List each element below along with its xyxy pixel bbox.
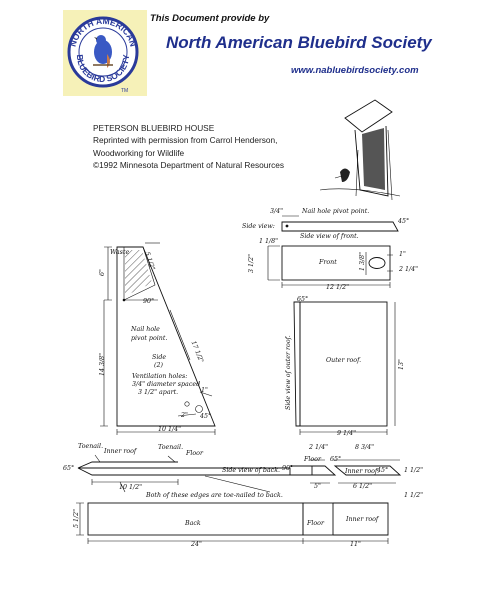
side-view-front-label: Side view of front. [300, 233, 359, 240]
hole-dim: 1" [399, 251, 406, 258]
logo-seal-icon: NORTH AMERICAN BLUEBIRD SOCIETY TM [67, 16, 139, 94]
corner-dim-1: 1" [201, 387, 208, 394]
vent-note-3: 3 1/2" apart. [138, 389, 179, 396]
nail-pivot-note: Nail hole pivot point. [302, 208, 370, 215]
edges-note: Both of these edges are toe-nailed to ba… [146, 492, 283, 499]
inner-roof-lower-label: Inner roof [346, 516, 379, 523]
dim-8-3-4: 8 3/4" [355, 444, 375, 451]
plan-title: PETERSON BLUEBIRD HOUSE [93, 123, 215, 133]
board-angle-left: 65° [63, 465, 75, 472]
floor-label: Floor [304, 456, 321, 463]
inner-roof-small: Inner roof [104, 448, 137, 455]
dim-1-1-2-b: 1 1/2" [404, 492, 424, 499]
right-total-dim: 11" [350, 541, 361, 548]
floor-small: Floor [186, 450, 203, 457]
side-count-label: (2) [154, 362, 163, 369]
pivot-point-note: pivot point. [131, 335, 168, 342]
nail-hole-note: Nail hole [131, 326, 160, 333]
provide-text: This Document provide by [150, 13, 270, 24]
board-angle-90: 90° [282, 465, 294, 472]
dim-1-1-2-a: 1 1/2" [404, 467, 424, 474]
credit-line: Reprinted with permission from Carrol He… [93, 135, 278, 146]
outer-roof-drawing [293, 301, 396, 435]
side-view-back-label: Side view of back. [222, 467, 281, 474]
inner-roof-label: Inner roof. [345, 468, 380, 475]
dim-6-1-2: 6 1/2" [353, 483, 373, 490]
board-height-dim: 5 1/2" [73, 508, 80, 528]
copyright-line: ©1992 Minnesota Department of Natural Re… [93, 159, 285, 170]
front-angle-label: 45° [398, 218, 410, 225]
hole-height-dim: 1 3/8" [359, 251, 366, 271]
side-width-dim: 10 1/4" [158, 426, 182, 433]
corner-dim-2: 2" [181, 412, 188, 419]
floor-lower-label: Floor [307, 520, 324, 527]
vent-note-2: 3/4" diameter spaced [132, 381, 201, 388]
roof-angle: 65° [297, 296, 309, 303]
waste-label: Waste [110, 249, 130, 256]
side-left-top-dim: 6" [99, 269, 106, 276]
front-height-dim: 3 1/2" [248, 253, 255, 273]
credits-block: PETERSON BLUEBIRD HOUSE Reprinted with p… [93, 122, 284, 171]
side-height-dim: 14 3/8" [99, 352, 106, 376]
board-angle-65: 65° [330, 456, 342, 463]
roof-height-dim: 13" [398, 359, 405, 370]
corner-angle: 45° [200, 413, 212, 420]
board-cut-layout-drawing [76, 502, 389, 544]
society-logo: NORTH AMERICAN BLUEBIRD SOCIETY TM [63, 10, 147, 96]
front-dim-left: 1 1/8" [259, 238, 279, 245]
side-label: Side [152, 354, 167, 361]
angle-90-label: 90° [143, 298, 155, 305]
org-name: North American Bluebird Society [166, 33, 432, 52]
outer-roof-label: Outer roof. [326, 357, 362, 364]
toenail-label-mid: Toenail. [158, 444, 184, 451]
board-angle-45: 45° [377, 467, 389, 474]
roof-width-dim: 9 1/4" [337, 430, 357, 437]
front-label: Front [319, 259, 337, 266]
side-view-label: Side view: [242, 223, 275, 230]
dim-5: 5" [314, 483, 321, 490]
total-length-dim: 24" [191, 541, 202, 548]
front-right-dim: 2 1/4" [399, 266, 419, 273]
front-dim-top: 3/4" [270, 208, 284, 215]
front-side-view-drawing [281, 215, 399, 232]
front-panel-drawing [267, 245, 393, 288]
website-link[interactable]: www.nabluebirdsociety.com [291, 65, 419, 76]
vent-note-1: Ventilation holes: [132, 373, 188, 380]
credit-line: Woodworking for Wildlife [93, 147, 185, 158]
front-width-dim: 12 1/2" [326, 284, 350, 291]
bluebird-icon [93, 35, 113, 68]
back-label: Back [185, 520, 201, 527]
side-panel-drawing [100, 242, 216, 435]
roof-side-view-label: Side view of outer roof. [285, 335, 292, 410]
toenail-label-left: Toenail. [78, 443, 104, 450]
board-side-view-drawing [77, 454, 402, 493]
birdhouse-sketch-icon [319, 99, 401, 201]
dim-2-1-4: 2 1/4" [309, 444, 329, 451]
dim-10-1-2: 10 1/2" [119, 484, 143, 491]
logo-tm: TM [121, 88, 128, 94]
